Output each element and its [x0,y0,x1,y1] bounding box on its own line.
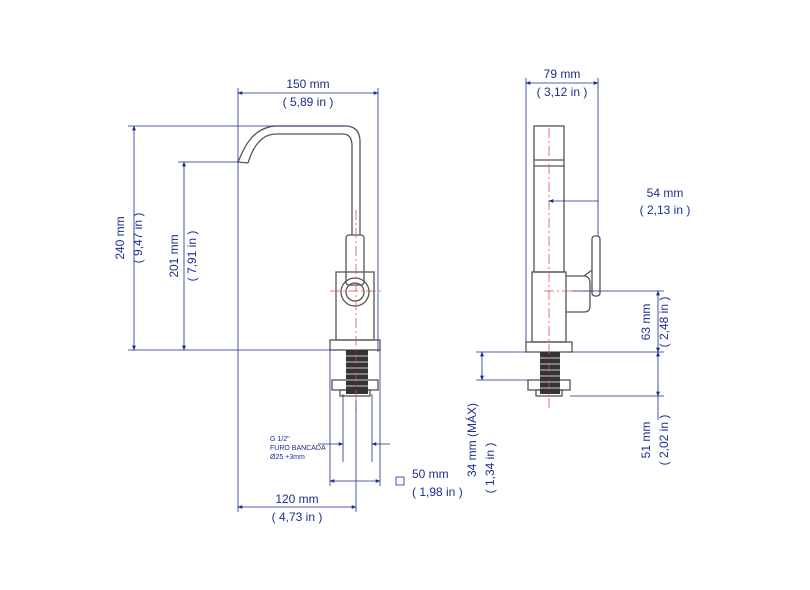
label-150mm: 150 mm [286,77,329,91]
label-63in: ( 2,48 in ) [657,297,671,348]
label-54in: ( 2,13 in ) [640,203,691,217]
label-120in: ( 4,73 in ) [272,510,323,524]
label-51mm: 51 mm [639,422,653,459]
label-34in: ( 1,34 in ) [483,443,497,494]
side-view: 79 mm ( 3,12 in ) 54 mm ( 2,13 in ) 63 m… [464,67,690,493]
front-threaded-shank [346,350,368,394]
label-120mm: 120 mm [275,492,318,506]
side-dimension-lines [476,78,664,420]
label-201mm: 201 mm [167,234,181,277]
side-threaded-shank [540,352,560,394]
thread-note-line2: FURO BANCADA [270,445,326,452]
label-63mm: 63 mm [639,304,653,341]
front-centerlines [330,210,382,410]
label-54mm: 54 mm [647,186,684,200]
label-79in: ( 3,12 in ) [537,85,588,99]
front-dimension-lines [128,88,390,512]
label-240in: ( 9,47 in ) [131,213,145,264]
label-34mm: 34 mm (MÁX) [464,403,479,477]
base-diameter-symbol [395,476,405,486]
front-view: 150 mm ( 5,89 in ) 240 mm ( 9,47 in ) 20… [113,77,463,524]
thread-note-line1: G 1/2" [270,436,290,443]
thread-note-line3: Ø25 +3mm [270,454,305,461]
label-79mm: 79 mm [544,67,581,81]
label-201in: ( 7,91 in ) [185,231,199,282]
label-50in: ( 1,98 in ) [412,485,463,499]
label-150in: ( 5,89 in ) [283,95,334,109]
label-240mm: 240 mm [113,216,127,259]
label-51in: ( 2,02 in ) [657,415,671,466]
label-50mm: 50 mm [412,467,449,481]
side-faucet-body [525,125,601,397]
